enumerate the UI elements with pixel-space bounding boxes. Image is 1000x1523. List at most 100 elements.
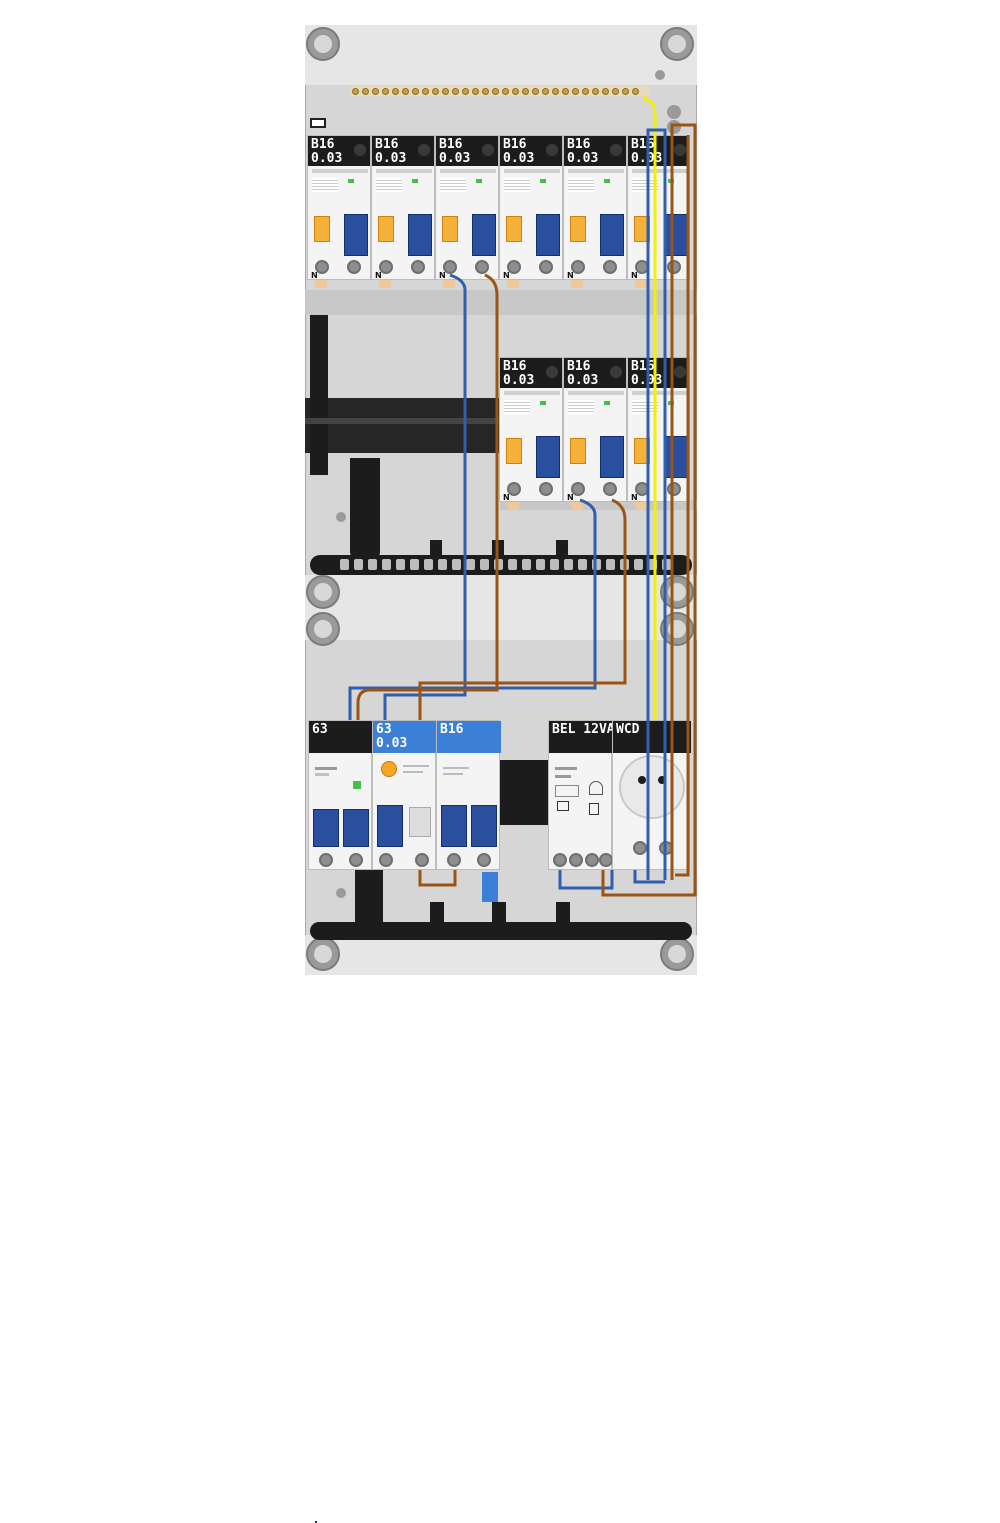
module-print	[632, 169, 688, 173]
terminal-screw	[507, 260, 521, 274]
wire-blue	[633, 870, 665, 884]
mcb-b16[interactable]: B16	[436, 720, 501, 870]
rcbo-rating: B16	[503, 137, 527, 152]
toggle-lever[interactable]	[536, 436, 560, 478]
main-switch[interactable]: 63	[308, 720, 373, 1523]
status-indicator	[412, 179, 418, 183]
busbar-terminal	[606, 559, 615, 570]
test-handle[interactable]	[506, 216, 522, 242]
terminal-screw	[347, 260, 361, 274]
busbar-tab	[430, 902, 444, 924]
toggle-lever[interactable]	[664, 214, 688, 256]
earth-terminal	[582, 88, 589, 95]
module-print	[555, 767, 577, 770]
toggle-lever[interactable]	[600, 436, 624, 478]
toggle-lever[interactable]	[343, 809, 369, 847]
toggle-lever[interactable]	[441, 805, 467, 847]
terminal-screw	[539, 482, 553, 496]
busbar-terminal	[564, 559, 573, 570]
wire-sleeve	[507, 280, 519, 288]
test-handle[interactable]	[570, 438, 586, 464]
label-screw	[482, 144, 494, 156]
module-print	[632, 400, 658, 414]
busbar-terminal	[634, 559, 643, 570]
toggle-lever[interactable]	[536, 214, 560, 256]
test-handle[interactable]	[314, 216, 330, 242]
din-socket[interactable]: WCD	[612, 720, 691, 870]
label-screw	[354, 144, 366, 156]
status-indicator	[604, 179, 610, 183]
earth-terminal	[602, 88, 609, 95]
top-cover-strip	[305, 25, 697, 85]
neutral-mark: N	[375, 271, 382, 280]
neutral-mark: N	[503, 271, 510, 280]
terminal-screw	[349, 853, 363, 867]
rcd-rating: 63	[376, 722, 392, 737]
toggle-lever[interactable]	[472, 214, 496, 256]
toggle-lever[interactable]	[313, 809, 339, 847]
rcd-main[interactable]: 63 0.03	[372, 720, 437, 870]
busbar-terminal	[480, 559, 489, 570]
wire-sleeve	[635, 502, 647, 510]
rcd-label: 63 0.03	[373, 721, 437, 753]
module-print	[312, 169, 368, 173]
label-screw	[418, 144, 430, 156]
connector-block	[482, 872, 498, 902]
earth-terminal	[352, 88, 359, 95]
neutral-mark: N	[567, 493, 574, 502]
module-print	[443, 773, 463, 775]
label-screw	[610, 144, 622, 156]
module-print	[403, 765, 429, 767]
rcbo-trip: 0.03	[311, 151, 343, 166]
test-button[interactable]	[381, 761, 397, 777]
earth-terminal	[462, 88, 469, 95]
test-handle[interactable]	[378, 216, 394, 242]
wire-yellow	[643, 95, 657, 720]
rcbo-label: B16 0.03	[436, 136, 498, 166]
toggle-lever[interactable]	[408, 214, 432, 256]
busbar-terminal	[452, 559, 461, 570]
din-rail-groove	[305, 418, 500, 424]
busbar-tab	[492, 902, 506, 924]
toggle-lever[interactable]	[664, 436, 688, 478]
earth-terminal	[382, 88, 389, 95]
toggle-lever[interactable]	[471, 805, 497, 847]
busbar-tab	[556, 902, 570, 924]
toggle-lever[interactable]	[344, 214, 368, 256]
toggle-lever[interactable]	[600, 214, 624, 256]
test-handle[interactable]	[506, 438, 522, 464]
din-rail	[305, 398, 500, 453]
test-handle[interactable]	[570, 216, 586, 242]
earth-bar	[350, 86, 650, 96]
wire-brown	[601, 123, 697, 897]
rcbo-trip: 0.03	[375, 151, 407, 166]
wire-sleeve	[507, 502, 519, 510]
terminal-screw	[553, 853, 567, 867]
screw-icon	[660, 937, 694, 971]
waste-bin-icon	[589, 803, 599, 815]
busbar-support	[350, 458, 380, 558]
test-handle[interactable]	[442, 216, 458, 242]
terminal-screw	[315, 260, 329, 274]
socket-face[interactable]	[619, 755, 685, 819]
cover-strip-shade	[500, 500, 697, 510]
screw-icon	[655, 70, 665, 80]
module-print	[504, 391, 560, 395]
earth-terminal	[632, 88, 639, 95]
toggle-lever[interactable]	[377, 805, 403, 847]
module-print	[312, 178, 338, 192]
status-indicator	[540, 401, 546, 405]
label-screw	[674, 366, 686, 378]
busbar-terminal	[648, 559, 657, 570]
bottom-cover-strip	[305, 935, 697, 975]
wire-sleeve	[379, 280, 391, 288]
wiring	[348, 95, 697, 897]
